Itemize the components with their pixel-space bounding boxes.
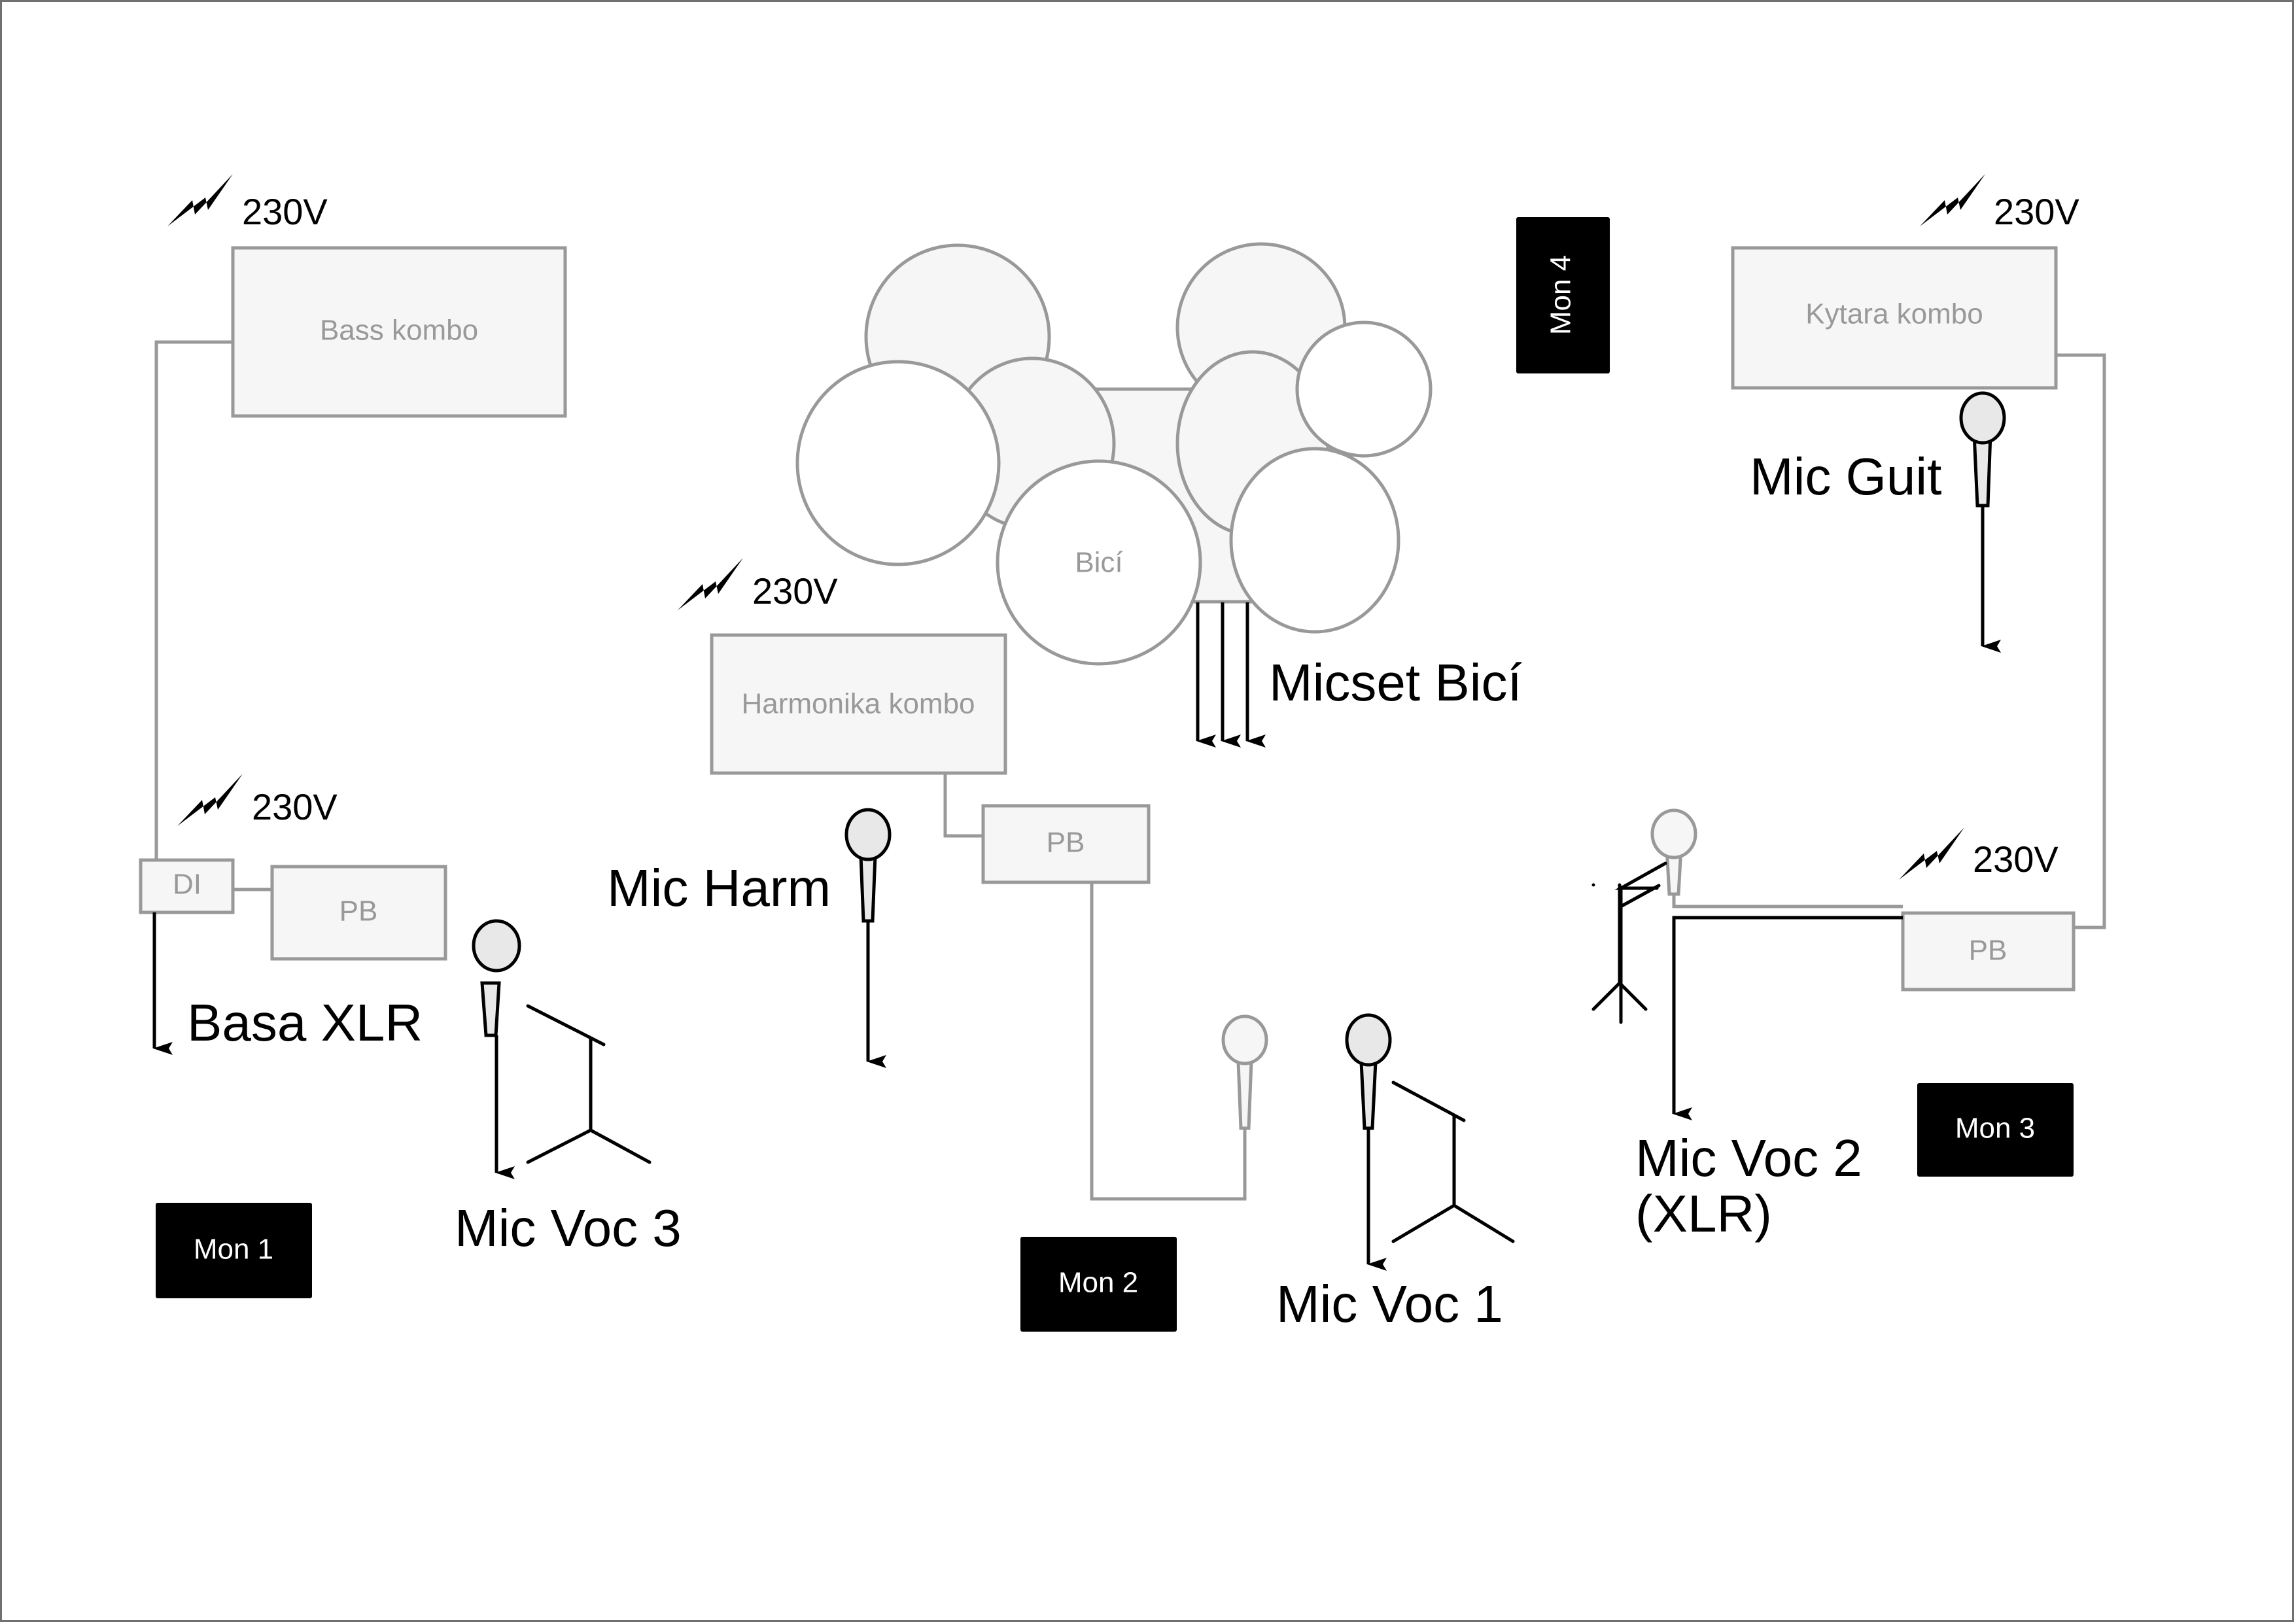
monitor-2[interactable]: Mon 2: [1020, 1237, 1177, 1332]
crash-cymbal-right: [1295, 320, 1433, 458]
harmonica-amp-label: Harmonika kombo: [741, 688, 975, 720]
mic-stand-voc3: [526, 1004, 652, 1164]
lightning-icon: [167, 174, 233, 226]
microphone-icon: [480, 981, 501, 1037]
power-box-center[interactable]: PB: [981, 804, 1151, 884]
power-label: 230V: [1973, 838, 2059, 880]
di-box[interactable]: DI: [139, 858, 235, 914]
power-guitar: 230V: [1920, 174, 2079, 232]
power-label: 230V: [242, 191, 328, 232]
power-label: 230V: [752, 570, 838, 612]
power-box-left-label: PB: [339, 895, 378, 927]
drum-kit-label: Bicí: [1075, 547, 1123, 579]
drum-micset-label: Micset Bicí: [1269, 653, 1522, 712]
monitor-3-label: Mon 3: [1955, 1113, 2035, 1145]
monitor-4-label: Mon 4: [1545, 255, 1577, 335]
monitor-4[interactable]: Mon 4: [1516, 217, 1610, 373]
power-harmonica: 230V: [678, 558, 838, 612]
lightning-icon: [1899, 827, 1964, 880]
bass-cable: [154, 340, 233, 862]
monitor-1-label: Mon 1: [194, 1234, 273, 1266]
power-right-pb: 230V: [1899, 827, 2059, 880]
mic-harm[interactable]: [844, 808, 892, 1068]
voc2-power-cable: [1672, 894, 1903, 908]
harmonica-amp[interactable]: Harmonika kombo: [710, 633, 1007, 775]
mic-stand-voc1: [1391, 1080, 1515, 1243]
drum-micset-arrows: [1196, 602, 1266, 748]
bass-xlr-label: Basa XLR: [187, 993, 423, 1052]
lightning-icon: [177, 774, 243, 826]
power-box-left[interactable]: PB: [270, 865, 447, 961]
bass-amp-label: Bass kombo: [320, 315, 478, 347]
monitor-3[interactable]: Mon 3: [1917, 1083, 2074, 1177]
power-bass: 230V: [167, 174, 328, 232]
bass-amp[interactable]: Bass kombo: [231, 246, 567, 418]
guitar-power-cable: [2056, 353, 2106, 929]
guitar-amp[interactable]: Kytara kombo: [1731, 246, 2058, 390]
hi-hat: [1229, 447, 1400, 634]
power-di: 230V: [177, 774, 338, 827]
mic-guit[interactable]: [1959, 391, 2006, 653]
floor-tom: [795, 360, 1001, 566]
mic-voc3[interactable]: [472, 919, 521, 1179]
harmonica-pb-cable: [943, 773, 983, 838]
monitor-2-label: Mon 2: [1058, 1267, 1138, 1299]
mic-harm-label: Mic Harm: [607, 859, 831, 917]
monitor-1[interactable]: Mon 1: [156, 1203, 312, 1298]
mic-voc3-label: Mic Voc 3: [455, 1199, 682, 1257]
drum-kit[interactable]: Bicí: [795, 242, 1433, 666]
mic-voc1[interactable]: [1345, 1013, 1392, 1271]
mic-voc1-label: Mic Voc 1: [1276, 1275, 1503, 1333]
mic-voc2[interactable]: [1650, 808, 1697, 896]
voc2-xlr-arrow: [1672, 916, 1903, 1120]
microphone-icon: [1972, 432, 1992, 508]
microphone-icon: [1359, 1060, 1378, 1130]
lightning-icon: [678, 558, 743, 610]
bass-drum: [996, 459, 1202, 666]
power-box-right[interactable]: PB: [1901, 911, 2076, 992]
power-label: 230V: [1994, 191, 2079, 232]
lightning-icon: [1920, 174, 1985, 226]
power-label: 230V: [252, 786, 338, 827]
mic-guit-label: Mic Guit: [1750, 447, 1941, 506]
center-power-cable: [1090, 882, 1247, 1201]
mic-stand-voc2: [1591, 861, 1667, 1024]
mic-voc2-label-line1: Mic Voc 2: [1635, 1129, 1862, 1187]
microphone-icon: [1236, 1060, 1253, 1130]
guitar-amp-label: Kytara kombo: [1805, 298, 1983, 330]
power-box-center-label: PB: [1047, 827, 1085, 859]
mic-voc2-label-line2: (XLR): [1635, 1184, 1772, 1243]
di-box-label: DI: [173, 869, 201, 901]
power-box-right-label: PB: [1969, 935, 2007, 967]
mic-voc1-aux-mic[interactable]: [1221, 1014, 1268, 1130]
